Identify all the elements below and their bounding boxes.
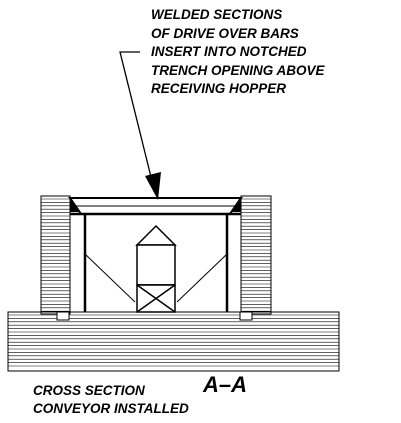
drive-over-bars <box>68 197 243 216</box>
right-wall <box>240 195 272 315</box>
caption-line-2: CONVEYOR INSTALLED <box>33 401 189 416</box>
callout-text: WELDED SECTIONS OF DRIVE OVER BARS INSER… <box>151 6 401 99</box>
callout-line: OF DRIVE OVER BARS <box>151 25 299 41</box>
callout-line: WELDED SECTIONS <box>151 7 283 22</box>
callout-line: INSERT INTO NOTCHED <box>151 44 307 59</box>
base-slab <box>7 311 340 372</box>
receiving-hopper <box>83 214 229 312</box>
callout-line: TRENCH OPENING ABOVE <box>151 62 325 78</box>
callout-line: RECEIVING HOPPER <box>151 81 287 96</box>
footing-notches <box>56 311 253 321</box>
section-label: A–A <box>203 372 248 397</box>
conveyor <box>135 224 177 313</box>
callout-leader-arrow <box>119 51 161 200</box>
caption-line-1: CROSS SECTION <box>33 383 145 398</box>
left-wall <box>40 195 71 315</box>
